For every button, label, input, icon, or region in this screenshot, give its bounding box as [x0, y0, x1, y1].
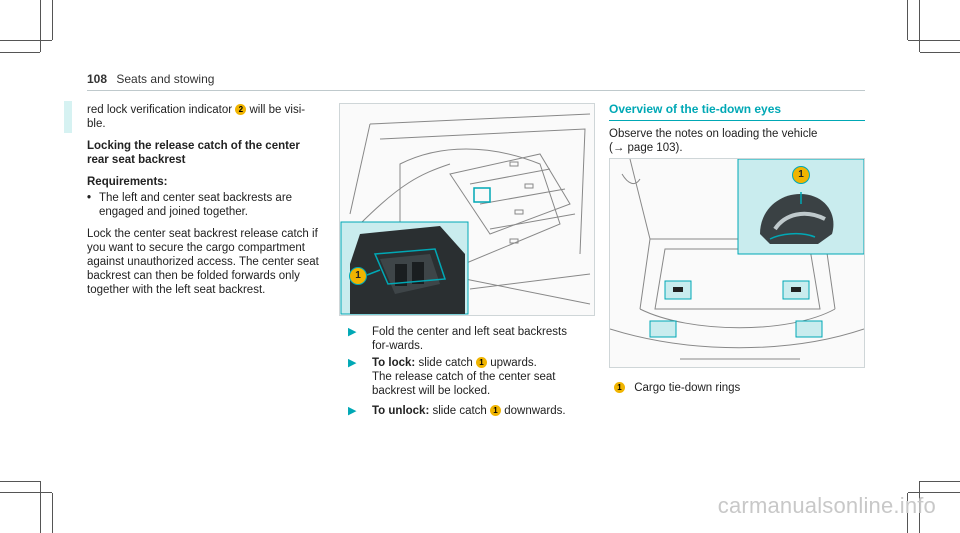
page-number: 108 [87, 72, 108, 86]
crop-mark [919, 481, 920, 533]
crop-mark [0, 52, 40, 53]
seat-backrest-figure: 1 [339, 103, 595, 316]
figure-callout-1: 1 [349, 267, 367, 285]
seat-illustration [340, 104, 594, 315]
section-name: Seats and stowing [116, 72, 215, 86]
crop-mark [52, 493, 53, 533]
continuation-text: red lock verification indicator 2 will b… [87, 104, 306, 130]
crop-mark [908, 492, 960, 493]
page-header: 108 Seats and stowing [87, 72, 214, 86]
step-arrow-icon: ▶ [348, 405, 357, 417]
callout-1: 1 [490, 405, 502, 417]
cargo-illustration [610, 159, 864, 367]
step-arrow-icon: ▶ [348, 357, 357, 369]
crop-mark [40, 0, 41, 52]
crop-mark [920, 481, 960, 482]
crop-mark [0, 492, 52, 493]
legend-text: Cargo tie-down rings [634, 382, 741, 394]
body-paragraph: Lock the center seat backrest release ca… [87, 228, 319, 296]
continuation-bar [64, 101, 72, 133]
section-title: Overview of the tie-down eyes [609, 102, 782, 116]
requirement-item: • The left and center seat backrests are… [87, 192, 293, 218]
crop-mark [0, 40, 52, 41]
legend-callout: 1 [614, 382, 625, 394]
figure-legend: 1 Cargo tie-down rings [614, 382, 740, 394]
crop-mark [0, 481, 40, 482]
left-column: red lock verification indicator 2 will b… [87, 103, 319, 305]
crop-mark [908, 40, 960, 41]
crop-mark [40, 481, 41, 533]
requirements-label: Requirements: [87, 176, 168, 188]
tie-down-figure: 1 [609, 158, 865, 368]
crop-mark [52, 0, 53, 40]
figure-callout-1: 1 [792, 166, 810, 184]
right-intro: Observe the notes on loading the vehicle… [609, 128, 818, 154]
callout-2: 2 [235, 104, 247, 116]
header-divider [87, 90, 865, 91]
step-arrow-icon: ▶ [348, 326, 357, 338]
callout-1: 1 [475, 357, 487, 369]
section-underline [609, 120, 865, 121]
subheading: Locking the release catch of the center … [87, 140, 300, 166]
crop-mark [907, 493, 908, 533]
crop-mark [920, 52, 960, 53]
watermark: carmanualsonline.info [717, 493, 936, 518]
crop-mark [907, 0, 908, 40]
crop-mark [919, 0, 920, 52]
